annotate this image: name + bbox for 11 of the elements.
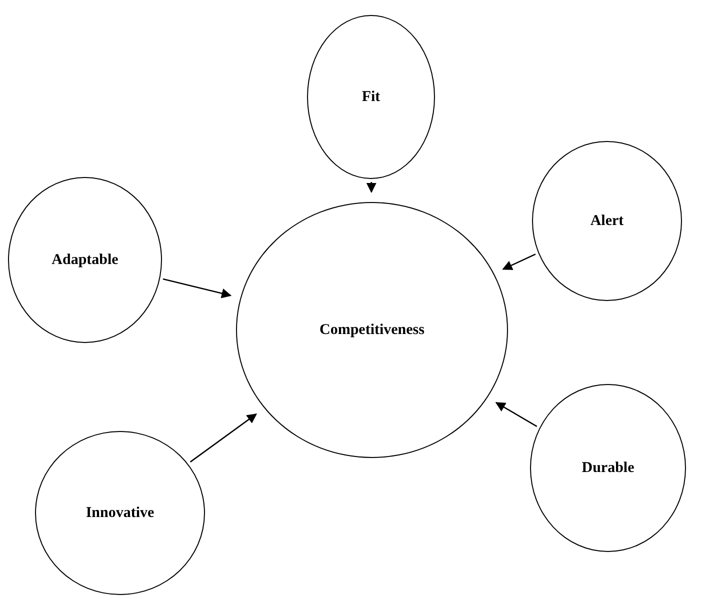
node-label: Durable [582,460,634,476]
arrow [162,278,232,298]
node-label: Fit [362,88,380,106]
node-label: Adaptable [52,252,118,268]
arrow [366,182,376,193]
arrow [502,254,536,270]
node-label: Competitiveness [320,322,424,338]
arrow [190,413,258,462]
node-label: Alert [590,212,624,230]
node-label: Innovative [86,504,154,522]
arrow [495,402,538,427]
